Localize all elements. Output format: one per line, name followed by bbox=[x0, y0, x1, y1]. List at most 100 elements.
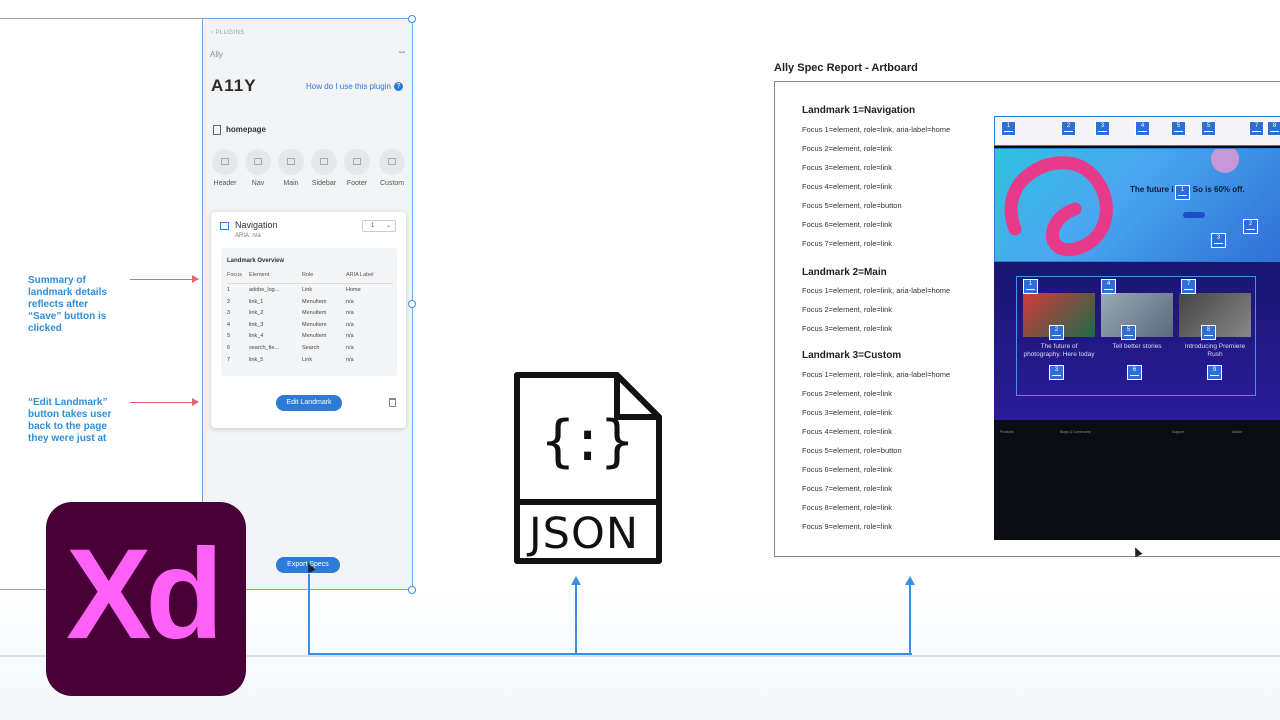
spec-report-artboard: Landmark 1=Navigation Focus 1=element, r… bbox=[774, 81, 1280, 557]
landmark-label: Custom bbox=[379, 180, 405, 187]
navigation-icon bbox=[220, 222, 229, 230]
sidebar-icon bbox=[311, 149, 337, 175]
resize-handle[interactable] bbox=[408, 300, 416, 308]
focus-badge: 2 bbox=[1061, 121, 1076, 136]
chevron-down-icon: ⌄ bbox=[385, 223, 391, 229]
focus-item: Focus 3=element, role=link bbox=[802, 408, 893, 417]
focus-item: Focus 3=element, role=link bbox=[802, 163, 893, 172]
landmark-custom-button[interactable]: Custom bbox=[376, 149, 408, 187]
focus-item: Focus 9=element, role=link bbox=[802, 522, 893, 531]
annotation-arrow bbox=[130, 279, 192, 280]
flow-line bbox=[575, 584, 577, 654]
landmark-footer-button[interactable]: Footer bbox=[341, 149, 373, 187]
footer-column: Adobe bbox=[1232, 430, 1243, 434]
footer-icon bbox=[344, 149, 370, 175]
promo-card-title: Introducing Premiere Rush bbox=[1184, 343, 1246, 358]
focus-item: Focus 1=element, role=link, aria-label=h… bbox=[802, 286, 951, 295]
focus-badge: 5 bbox=[1171, 121, 1186, 136]
export-specs-button[interactable]: Export Specs bbox=[276, 557, 340, 573]
focus-badge: 2 bbox=[1049, 325, 1064, 340]
focus-item: Focus 6=element, role=link bbox=[802, 465, 893, 474]
focus-badge: 6 bbox=[1127, 365, 1142, 380]
focus-item: Focus 7=element, role=link bbox=[802, 239, 893, 248]
back-label: PLUGINS bbox=[215, 30, 245, 36]
footer-column: Products bbox=[1000, 430, 1014, 434]
card-aria-label: ARIA: n/a bbox=[235, 233, 261, 239]
focus-badge: 1 bbox=[1023, 279, 1038, 294]
focus-badge: 8 bbox=[1267, 121, 1280, 136]
landmark-label: Sidebar bbox=[311, 180, 337, 187]
footer-column: Support bbox=[1172, 430, 1185, 434]
nav-icon bbox=[245, 149, 271, 175]
focus-item: Focus 2=element, role=link bbox=[802, 389, 893, 398]
help-icon: ? bbox=[393, 82, 403, 92]
landmark-label: Footer bbox=[346, 180, 368, 187]
resize-handle[interactable] bbox=[408, 586, 416, 594]
arrow-up-icon bbox=[571, 576, 581, 585]
trash-icon[interactable] bbox=[389, 398, 396, 407]
promo-card-title: The future of photography. Here today bbox=[1023, 343, 1095, 358]
focus-item: Focus 2=element, role=link bbox=[802, 305, 893, 314]
hero-art bbox=[1004, 149, 1239, 257]
focus-item: Focus 5=element, role=button bbox=[802, 446, 902, 455]
focus-badge: 4 bbox=[1101, 279, 1116, 294]
screenshot-main-landmark: The future of photography. Here today Te… bbox=[994, 262, 1280, 420]
screenshot-footer: Products Blogs & Community Support Adobe bbox=[994, 420, 1280, 540]
column-header: Role bbox=[302, 272, 346, 284]
select-value: 1 bbox=[371, 223, 375, 229]
minimize-icon[interactable]: – bbox=[398, 46, 405, 58]
back-to-plugins-link[interactable]: ‹ PLUGINS bbox=[211, 30, 245, 36]
landmark-sidebar-button[interactable]: Sidebar bbox=[308, 149, 340, 187]
landmark-overview: Landmark Overview Focus Element Role ARI… bbox=[221, 248, 397, 376]
focus-item: Focus 2=element, role=link bbox=[802, 144, 893, 153]
annotation-arrow bbox=[130, 402, 192, 403]
adobe-xd-logo: Xd bbox=[46, 502, 246, 696]
arrow-head-icon bbox=[192, 398, 199, 406]
column-header: Element bbox=[249, 272, 302, 284]
landmark-number-select[interactable]: 1⌄ bbox=[362, 220, 396, 232]
page-selector[interactable]: homepage bbox=[213, 125, 266, 135]
landmark-header-button[interactable]: Header bbox=[209, 149, 241, 187]
focus-item: Focus 7=element, role=link bbox=[802, 484, 893, 493]
ally-plugin-panel: ‹ PLUGINS Ally – A11Y How do I use this … bbox=[202, 15, 416, 594]
landmark-nav-button[interactable]: Nav bbox=[242, 149, 274, 187]
focus-badge: 9 bbox=[1207, 365, 1222, 380]
json-label: JSON bbox=[529, 509, 639, 559]
page-icon bbox=[213, 125, 221, 135]
landmark-type-row: Header Nav Main Sidebar Footer Custom bbox=[209, 149, 409, 189]
focus-badge: 8 bbox=[1201, 325, 1216, 340]
spec-report-title: Ally Spec Report - Artboard bbox=[774, 62, 918, 74]
focus-item: Focus 5=element, role=button bbox=[802, 201, 902, 210]
footer-column: Blogs & Community bbox=[1060, 430, 1091, 434]
focus-item: Focus 3=element, role=link bbox=[802, 324, 893, 333]
promo-card: Tell better stories bbox=[1101, 293, 1173, 389]
xd-logo-text: Xd bbox=[66, 523, 224, 666]
focus-badge: 3 bbox=[1095, 121, 1110, 136]
focus-item: Focus 4=element, role=link bbox=[802, 427, 893, 436]
landmark-label: Main bbox=[283, 180, 299, 187]
focus-badge: 3 bbox=[1211, 233, 1226, 248]
annotated-page-screenshot: 1 2 3 4 5 5 7 8 The future i urs. So is … bbox=[994, 116, 1280, 540]
edit-landmark-button[interactable]: Edit Landmark bbox=[276, 395, 342, 411]
focus-badge: 1 bbox=[1001, 121, 1016, 136]
focus-item: Focus 8=element, role=link bbox=[802, 503, 893, 512]
focus-item: Focus 1=element, role=link, aria-label=h… bbox=[802, 370, 951, 379]
help-link[interactable]: How do I use this plugin? bbox=[306, 82, 403, 92]
page-name: homepage bbox=[226, 125, 267, 135]
plugin-name: Ally bbox=[210, 50, 223, 59]
flow-line bbox=[909, 584, 911, 654]
resize-handle[interactable] bbox=[408, 15, 416, 23]
custom-icon bbox=[379, 149, 405, 175]
landmark-main-button[interactable]: Main bbox=[275, 149, 307, 187]
arrow-up-icon bbox=[905, 576, 915, 585]
focus-badge: 2 bbox=[1243, 219, 1258, 234]
column-header: ARIA Label bbox=[346, 272, 393, 284]
landmark-heading: Landmark 1=Navigation bbox=[802, 105, 916, 116]
main-landmark-outline: The future of photography. Here today Te… bbox=[1016, 276, 1256, 396]
